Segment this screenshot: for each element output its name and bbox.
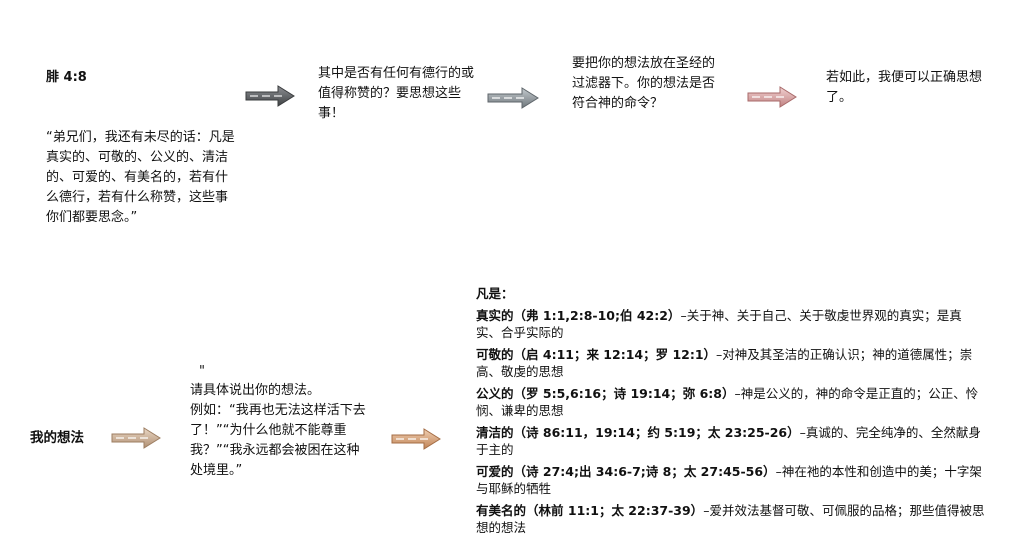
criterion-refs: （诗 27:4;出 34:6-7;诗 8；太 27:45-56） [513,463,776,479]
verse-reference: 腓 4:8 [46,70,87,85]
criterion-refs: （罗 5:5,6:16；诗 19:14；弥 6:8） [513,385,735,401]
criterion-desc: –爱并效法基督可敬、可佩服的品格；那些值得被思想的想法 [476,502,985,536]
verse-text: “弟兄们，我还有未尽的话：凡是真实的、可敬的、公义的、清洁的、可爱的、有美名的，… [46,130,235,225]
criteria-list: 凡是： 真实的（弗 1:1,2:8-10;伯 42:2）–关于神、关于自己、关于… [476,285,986,541]
arrow-icon [747,86,797,108]
criterion-desc: –对神及其圣洁的正确认识；神的道德属性；崇高、敬虔的思想 [476,346,973,380]
criterion-refs: （林前 11:1；太 22:37-39） [526,502,704,518]
criterion-desc: –关于神、关于自己、关于敬虔世界观的真实；是真实、合乎实际的 [476,307,962,341]
criterion-item: 可爱的（诗 27:4;出 34:6-7;诗 8；太 27:45-56）–神在祂的… [476,463,986,498]
criterion-item: 有美名的（林前 11:1；太 22:37-39）–爱并效法基督可敬、可佩服的品格… [476,502,986,537]
criterion-item: 公义的（罗 5:5,6:16；诗 19:14；弥 6:8）–神是公义的，神的命令… [476,385,986,420]
criteria-heading: 凡是： [476,286,514,301]
criterion-item: 清洁的（诗 86:11，19:14；约 5:19；太 23:25-26）–真诚的… [476,424,986,459]
my-thoughts-label: 我的想法 [30,430,84,446]
thought-prompt: 请具体说出你的想法。 例如：“我再也无法这样活下去了！”“为什么他就不能尊重我？… [190,383,366,478]
quote-mark: " [199,364,205,379]
criterion-desc: –神是公义的，神的命令是正直的；公正、怜悯、谦卑的思想 [476,385,979,419]
arrow-icon [487,87,539,109]
criterion-name: 真实的 [476,307,514,323]
criterion-refs: （弗 1:1,2:8-10;伯 42:2） [513,307,681,323]
step-virtue-question: 其中是否有任何有德行的或值得称赞的？要思想这些事！ [318,66,475,121]
criterion-item: 可敬的（启 4:11；来 12:14；罗 12:1）–对神及其圣洁的正确认识；神… [476,346,986,381]
criterion-name: 可爱的 [476,463,514,479]
criterion-item: 真实的（弗 1:1,2:8-10;伯 42:2）–关于神、关于自己、关于敬虔世界… [476,307,986,342]
criterion-desc: –神在祂的本性和创造中的美；十字架与耶稣的牺牲 [476,463,982,497]
criterion-name: 公义的 [476,385,514,401]
criterion-desc: –真诚的、完全纯净的、全然献身于主的 [476,424,981,458]
criterion-name: 有美名的 [476,502,527,518]
arrow-icon [391,428,441,450]
criterion-name: 清洁的 [476,424,514,440]
criterion-name: 可敬的 [476,346,514,362]
step-think-rightly: 若如此，我便可以正确思想了。 [826,70,983,105]
arrow-icon [245,85,295,107]
criterion-refs: （诗 86:11，19:14；约 5:19；太 23:25-26） [513,424,800,440]
criterion-refs: （启 4:11；来 12:14；罗 12:1） [513,346,717,362]
arrow-icon [111,427,161,449]
verse-block: 腓 4:8 “弟兄们，我还有未尽的话：凡是真实的、可敬的、公义的、清洁的、可爱的… [46,28,236,248]
step-scripture-filter: 要把你的想法放在圣经的过滤器下。你的想法是否符合神的命令？ [572,56,716,111]
